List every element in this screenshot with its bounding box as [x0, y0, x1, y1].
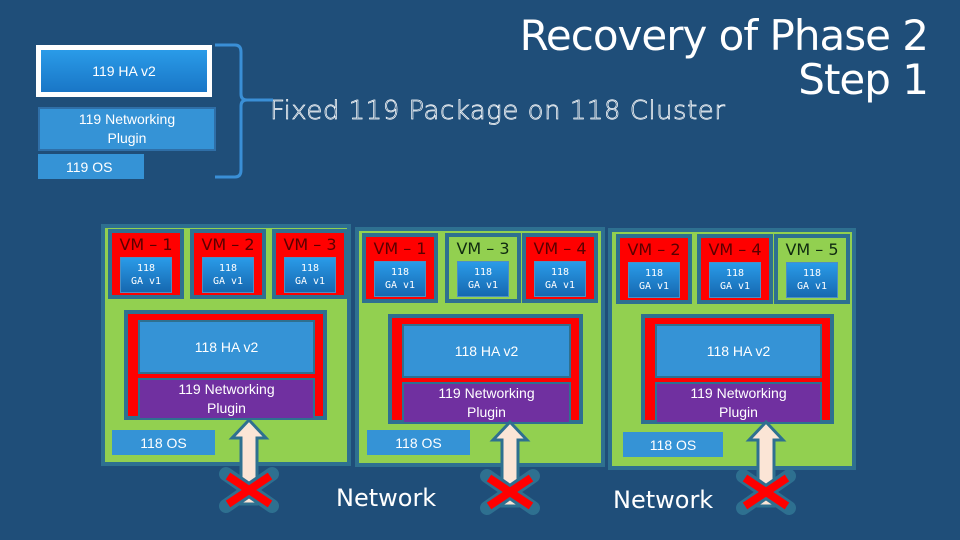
guest-agent-box: 118 GA v1 [284, 257, 336, 293]
os-component: 118 OS [623, 432, 723, 457]
guest-agent-box: 118 GA v1 [786, 262, 838, 298]
failure-highlight: 118 HA v2 119 Networking Plugin [645, 318, 830, 424]
ha-label: 118 HA v2 [194, 339, 259, 355]
vm-box-failed: VM – 3 118 GA v1 [272, 229, 348, 299]
slide-title: Recovery of Phase 2 Step 1 [519, 11, 929, 104]
network-link-arrow-icon [219, 418, 279, 513]
ga-version-line2: GA v1 [294, 276, 326, 287]
network-link-arrow-icon [480, 420, 540, 515]
broken-link-x-icon [736, 469, 796, 515]
vm-name: VM – 5 [785, 240, 839, 259]
legend-networking-box: 119 Networking Plugin [38, 107, 216, 151]
ga-version-line1: 118 [550, 267, 570, 278]
legend-networking-line1: 119 Networking [78, 111, 176, 127]
ga-version-line2: GA v1 [796, 281, 828, 292]
failure-highlight: 118 HA v2 119 Networking Plugin [128, 314, 323, 420]
ha-label: 118 HA v2 [454, 343, 519, 359]
title-line-2: Step 1 [798, 55, 929, 104]
legend-os-box: 119 OS [38, 154, 144, 179]
os-label: 118 OS [140, 434, 187, 451]
ha-component: 118 HA v2 [402, 324, 571, 378]
ga-version-line2: GA v1 [638, 281, 670, 292]
guest-agent-box: 118 GA v1 [202, 257, 254, 293]
ha-component: 118 HA v2 [655, 324, 822, 378]
guest-agent-box: 118 GA v1 [628, 262, 680, 298]
os-label: 118 OS [395, 434, 442, 451]
vm-name: VM – 1 [119, 235, 173, 254]
ga-version-line1: 118 [473, 267, 493, 278]
ga-version-line1: 118 [218, 263, 238, 274]
networking-line1: 119 Networking [178, 381, 275, 397]
network-link-arrow-icon [736, 420, 796, 515]
vm-name: VM – 2 [201, 235, 255, 254]
ga-version-line2: GA v1 [130, 276, 162, 287]
vm-box-ok: VM – 5 118 GA v1 [774, 234, 850, 304]
broken-link-x-icon [219, 467, 279, 513]
ga-version-line1: 118 [390, 267, 410, 278]
vm-name: VM – 3 [456, 239, 510, 258]
ga-version-line1: 118 [136, 263, 156, 274]
ga-version-line2: GA v1 [384, 280, 416, 291]
vm-name: VM – 2 [627, 240, 681, 259]
broken-link-x-icon [480, 469, 540, 515]
legend-ha-label: 119 HA v2 [92, 63, 156, 79]
os-component: 118 OS [367, 430, 470, 455]
networking-line2: Plugin [207, 400, 246, 416]
networking-line1: 119 Networking [690, 385, 787, 401]
vm-box-failed: VM – 2 118 GA v1 [616, 234, 692, 304]
network-label-1: Network [336, 484, 437, 512]
failure-highlight: 118 HA v2 119 Networking Plugin [392, 318, 579, 424]
vm-name: VM – 4 [533, 239, 587, 258]
ga-version-line1: 118 [644, 268, 664, 279]
ha-component: 118 HA v2 [138, 320, 315, 374]
subtitle: Fixed 119 Package on 118 Cluster [270, 96, 726, 127]
vm-box-failed: VM – 2 118 GA v1 [190, 229, 266, 299]
guest-agent-box: 118 GA v1 [120, 257, 172, 293]
legend-os-label: 119 OS [66, 158, 113, 175]
networking-line2: Plugin [467, 404, 506, 420]
vm-box-failed: VM – 4 118 GA v1 [697, 234, 773, 304]
vm-box-ok: VM – 3 118 GA v1 [445, 233, 521, 303]
networking-line1: 119 Networking [438, 385, 535, 401]
guest-agent-box: 118 GA v1 [709, 262, 761, 298]
os-label: 118 OS [649, 436, 697, 453]
host-stack-failed: 118 HA v2 119 Networking Plugin [388, 314, 583, 424]
host-stack-failed: 118 HA v2 119 Networking Plugin [641, 314, 834, 424]
ga-version-line1: 118 [300, 263, 320, 274]
networking-plugin-component: 119 Networking Plugin [402, 382, 571, 424]
legend-ha-box: 119 HA v2 [36, 45, 212, 97]
vm-name: VM – 4 [708, 240, 762, 259]
brace-icon [215, 43, 273, 179]
title-line-1: Recovery of Phase 2 [519, 11, 929, 60]
network-label-2: Network [613, 486, 714, 514]
guest-agent-box: 118 GA v1 [457, 261, 509, 297]
vm-name: VM – 3 [283, 235, 337, 254]
vm-box-failed: VM – 4 118 GA v1 [522, 233, 598, 303]
ga-version-line2: GA v1 [719, 281, 751, 292]
ga-version-line2: GA v1 [467, 280, 499, 291]
host-stack-failed: 118 HA v2 119 Networking Plugin [124, 310, 327, 420]
os-component: 118 OS [112, 430, 215, 455]
ga-version-line1: 118 [802, 268, 822, 279]
networking-plugin-component: 119 Networking Plugin [655, 382, 822, 424]
guest-agent-box: 118 GA v1 [374, 261, 426, 297]
ga-version-line2: GA v1 [212, 276, 244, 287]
guest-agent-box: 118 GA v1 [534, 261, 586, 297]
legend-networking-line2: Plugin [107, 130, 147, 146]
ha-label: 118 HA v2 [706, 343, 771, 359]
vm-name: VM – 1 [373, 239, 427, 258]
networking-plugin-component: 119 Networking Plugin [138, 378, 315, 420]
vm-box-failed: VM – 1 118 GA v1 [362, 233, 438, 303]
ga-version-line2: GA v1 [544, 280, 576, 291]
networking-line2: Plugin [719, 404, 758, 420]
ga-version-line1: 118 [725, 268, 745, 279]
vm-box-failed: VM – 1 118 GA v1 [108, 229, 184, 299]
